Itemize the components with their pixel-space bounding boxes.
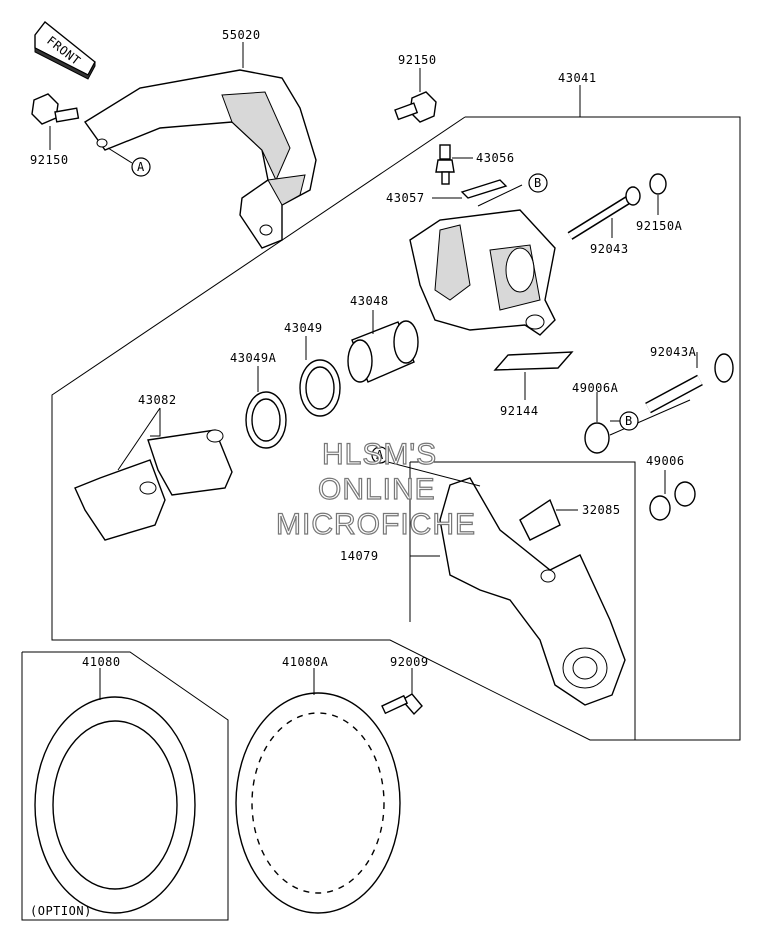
label-49006: 49006 [646,454,685,468]
label-43057: 43057 [386,191,425,205]
leader-lines [49,42,698,700]
label-43082: 43082 [138,393,177,407]
boot-49006A [584,422,610,454]
svg-text:B: B [625,414,633,428]
label-92150-upper: 92150 [398,53,437,67]
label-55020: 55020 [222,28,261,42]
label-49006A: 49006A [572,381,619,395]
label-92043: 92043 [590,242,629,256]
label-43041: 43041 [558,71,597,85]
label-43049A: 43049A [230,351,277,365]
watermark-line-3: MICROFICHE [276,508,476,541]
svg-text:B: B [534,176,542,190]
pad-spring-32085 [519,498,561,541]
label-92043A: 92043A [650,345,697,359]
watermark-line-1: HLSM'S [322,438,437,471]
caliper-43041 [409,209,556,336]
label-92150A: 92150A [636,219,683,233]
label-43056: 43056 [476,151,515,165]
bolt-92150-upper [394,91,437,123]
caliper-bracket-14079 [439,477,626,706]
label-14079: 14079 [340,549,379,563]
boot-49006 [649,481,696,521]
label-92150-left: 92150 [30,153,69,167]
label-32085: 32085 [582,503,621,517]
front-arrow-icon: FRONT [34,21,96,80]
disc-41080A [235,692,401,914]
svg-text:A: A [137,160,145,174]
option-frame [21,651,229,921]
part-labels: 55020 92150 92150 43041 43056 43057 9215… [30,28,697,918]
seal-43049 [299,359,341,417]
svg-text:A: A [376,448,384,462]
callout-b-1: B [528,173,548,193]
seal-43049A [245,391,287,449]
label-92009: 92009 [390,655,429,669]
label-43048: 43048 [350,294,389,308]
bleeder-43056 [435,144,455,185]
bracket-frame [410,461,636,740]
guard-bracket-55020 [83,69,317,249]
callout-b-2: B [619,411,639,431]
plug-92150A [649,173,667,195]
label-41080: 41080 [82,655,121,669]
label-92144: 92144 [500,404,539,418]
brake-pads-43082 [74,429,233,541]
pin-92043A [645,353,734,414]
option-label: (OPTION) [30,904,92,918]
assembly-frame [51,116,741,741]
pin-92043 [567,186,641,240]
bolt-92150-left [31,93,80,125]
watermark: HLSM'S ONLINE MICROFICHE [275,437,476,541]
label-41080A: 41080A [282,655,329,669]
callout-a-1: A [107,147,151,177]
screw-92009 [381,693,423,716]
disc-41080 [34,696,196,914]
label-43049: 43049 [284,321,323,335]
watermark-line-2: ONLINE [318,473,436,506]
cap-43057 [460,179,508,199]
piston-43048 [347,320,419,383]
callout-a-2: A [371,446,389,464]
spring-92144 [493,351,574,371]
